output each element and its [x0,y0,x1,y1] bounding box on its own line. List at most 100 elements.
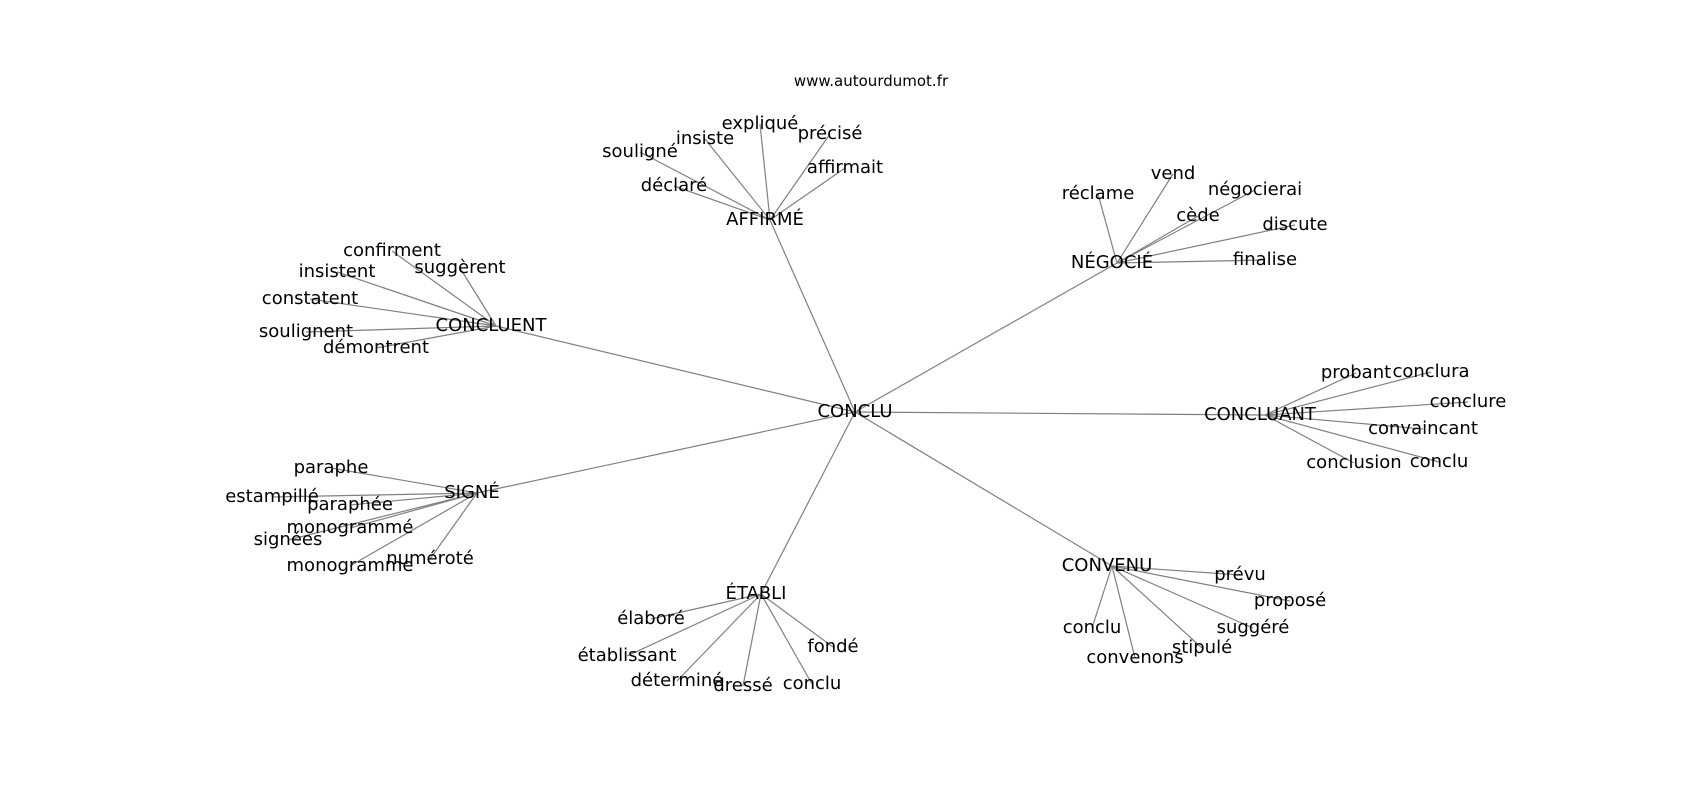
edge-root-to-hub [854,411,1266,416]
leaf-word-label: expliqué [722,113,799,134]
leaf-word-label: confirment [343,240,441,261]
leaf-word-label: proposé [1254,590,1326,611]
edge-hub-to-word [391,250,497,327]
edge-hub-to-word [626,593,762,657]
graph-edges [271,123,1469,687]
edge-root-to-hub [769,219,856,413]
edge-hub-to-word [759,123,771,221]
leaf-word-label: suggéré [1217,617,1290,638]
edge-hub-to-word [650,593,762,620]
leaf-word-label: numéroté [386,548,474,569]
leaf-word-label: paraphe [294,457,369,478]
leaf-word-label: précisé [798,123,863,144]
leaf-word-label: cède [1176,205,1219,226]
leaf-word-label: déclaré [641,175,708,196]
edge-hub-to-word [1091,565,1113,629]
hub-word-label: SIGNÉ [444,481,500,503]
hub-word-label: CONVENU [1062,555,1153,576]
edge-hub-to-word [336,271,497,327]
leaf-word-label: conclura [1392,361,1469,382]
leaf-word-label: estampillé [225,486,319,507]
edge-hub-to-word [1264,372,1357,416]
edge-hub-to-word [429,492,478,560]
leaf-word-label: paraphée [307,494,393,515]
leaf-word-label: discute [1262,214,1327,235]
edge-hub-to-word [673,185,771,221]
edge-hub-to-word [704,138,771,221]
edge-hub-to-word [1111,565,1241,576]
edge-hub-to-word [375,325,497,349]
leaf-word-label: affirmait [807,157,883,178]
leaf-word-label: réclame [1062,183,1135,204]
edge-hub-to-word [1116,189,1256,264]
edge-hub-to-word [271,492,478,498]
leaf-word-label: constatent [262,288,358,309]
edge-hub-to-word [309,298,497,327]
edge-hub-to-word [305,325,497,333]
leaf-word-label: insistent [299,261,376,282]
leaf-word-label: monogrammé [287,517,414,538]
edge-hub-to-word [1111,565,1203,649]
leaf-word-label: conclusion [1306,452,1401,473]
leaf-word-label: négocierai [1208,179,1302,200]
edge-hub-to-word [349,492,478,567]
edge-hub-to-word [1264,371,1432,416]
edge-hub-to-word [459,267,497,327]
root-word-label: CONCLU [817,401,892,422]
leaf-word-label: stipulé [1172,637,1232,658]
edge-hub-to-word [769,167,846,221]
edge-hub-to-word [639,151,771,221]
edge-root-to-hub [854,262,1118,413]
edge-hub-to-word [1264,414,1355,464]
leaf-word-label: établissant [578,645,677,666]
site-url-label: www.autourdumot.fr [793,72,949,90]
edge-hub-to-word [760,593,813,685]
edge-root-to-hub [476,411,856,494]
edge-hub-to-word [1264,414,1424,430]
leaf-word-label: conclu [1410,451,1469,472]
leaf-word-label: convaincant [1368,418,1478,439]
leaf-word-label: suggèrent [414,257,505,278]
leaf-word-label: souligné [602,141,678,162]
leaf-word-label: élaboré [617,608,685,629]
leaf-word-label: prévu [1214,564,1266,585]
leaf-word-label: dressé [713,675,772,696]
hub-word-label: CONCLUENT [436,315,548,336]
edge-hub-to-word [1116,259,1266,264]
leaf-word-label: convenons [1086,647,1183,668]
edge-hub-to-word [349,492,478,506]
leaf-word-label: probant [1321,362,1391,383]
edge-root-to-hub [760,411,856,595]
edge-hub-to-word [287,492,478,541]
leaf-word-label: démontrent [323,337,429,358]
leaf-word-label: signées [254,529,323,550]
hub-word-label: AFFIRMÉ [726,208,804,230]
leaf-word-label: soulignent [259,321,353,342]
leaf-word-label: fondé [807,636,858,657]
edge-hub-to-word [330,467,478,494]
edge-hub-to-word [1111,565,1291,602]
edge-hub-to-word [1116,173,1174,264]
leaf-word-label: insiste [676,128,734,149]
edge-hub-to-word [1116,224,1296,264]
leaf-word-label: conclu [783,673,842,694]
edge-hub-to-word [676,593,762,682]
hub-word-label: ÉTABLI [726,582,787,604]
leaf-word-label: finalise [1233,249,1297,270]
edge-root-to-hub [854,411,1113,567]
edge-hub-to-word [1097,193,1118,264]
leaf-word-label: conclure [1430,391,1507,412]
edge-hub-to-word [1264,414,1440,463]
edge-hub-to-word [769,133,831,221]
edge-hub-to-word [1116,215,1199,264]
edge-hub-to-word [1264,401,1469,416]
leaf-word-label: monogramme [287,555,414,576]
edge-hub-to-word [1111,565,1254,629]
leaf-word-label: déterminé [631,670,724,691]
leaf-word-label: vend [1151,163,1196,184]
edge-hub-to-word [1111,565,1136,659]
hub-word-label: NÉGOCIÉ [1071,251,1153,273]
leaf-word-label: conclu [1063,617,1122,638]
